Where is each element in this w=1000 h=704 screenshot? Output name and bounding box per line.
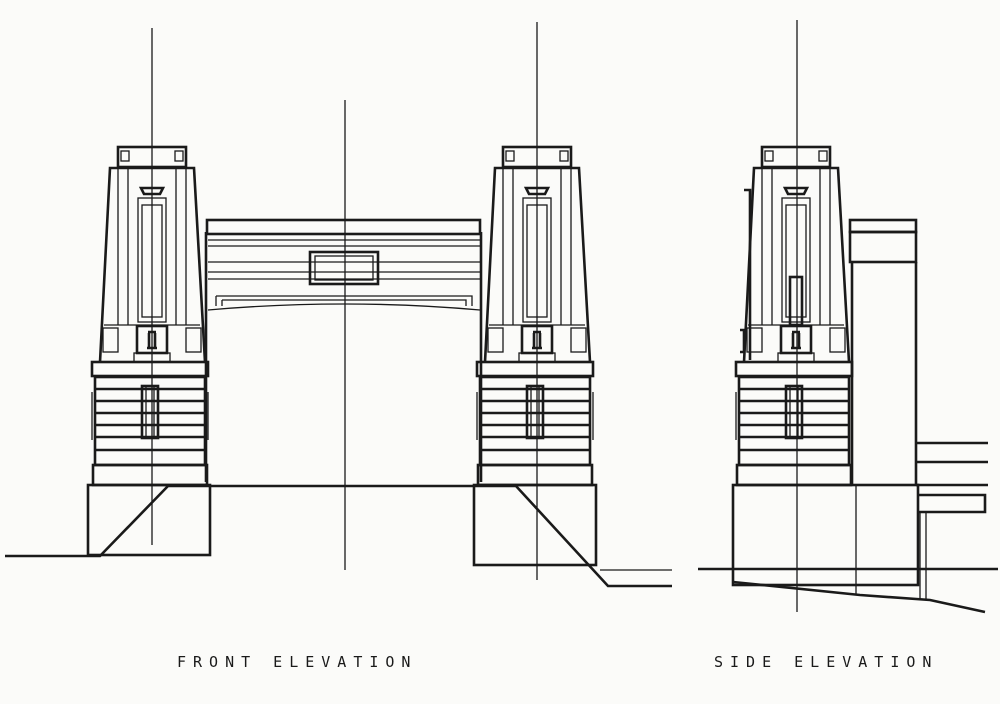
right-pylon [475,145,595,487]
left-pylon [90,145,210,487]
front-ground [5,483,672,588]
front-elevation: FRONT ELEVATION [5,22,672,671]
side-rear-tower [848,218,988,600]
side-ground [698,483,998,614]
side-pylon [734,145,854,487]
front-elevation-label: FRONT ELEVATION [177,653,417,671]
side-elevation: SIDE ELEVATION [698,20,998,671]
gate-beam [204,218,483,482]
center-lines [151,22,538,580]
side-elevation-label: SIDE ELEVATION [714,653,938,671]
